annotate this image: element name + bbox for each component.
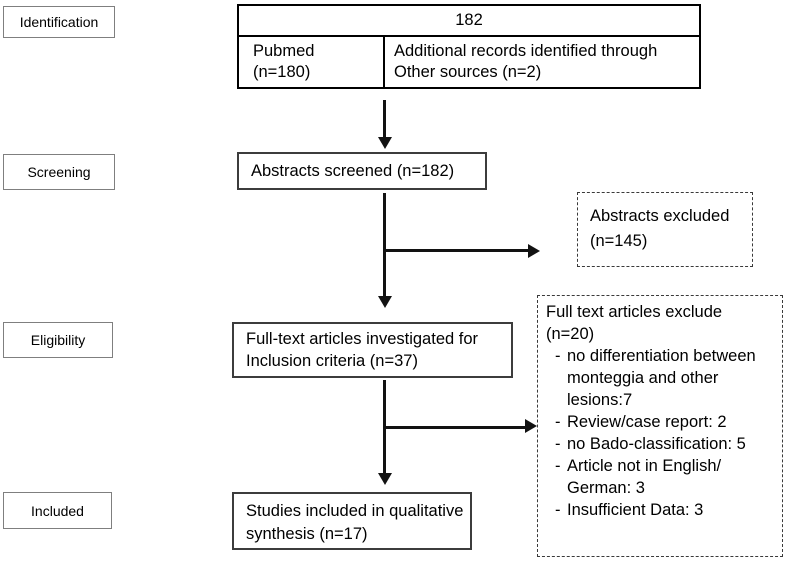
arrow-identification-to-screening-head	[378, 137, 392, 149]
total-records-count: 182	[239, 6, 699, 37]
records-identified-box: 182 Pubmed (n=180) Additional records id…	[237, 4, 701, 89]
studies-included-box: Studies included in qualitative synthesi…	[232, 492, 472, 550]
exclusion-bullet: -	[555, 435, 561, 453]
stage-label-identification: Identification	[3, 6, 115, 38]
branch-to-fulltext-excluded-line	[385, 426, 525, 429]
exclusion-bullet: -	[555, 457, 561, 475]
exclusion-reason-item: - Article not in English/ German: 3	[538, 455, 782, 499]
abstracts-screened-box: Abstracts screened (n=182)	[237, 152, 487, 190]
exclusion-reason-text: Review/case report: 2	[567, 413, 727, 431]
stage-label-screening-text: Screening	[27, 164, 91, 180]
exclusion-bullet: -	[555, 501, 561, 519]
exclusion-reason-item: - no differentiation between monteggia a…	[538, 345, 782, 411]
branch-to-fulltext-excluded-head	[525, 419, 537, 433]
fulltext-excluded-title: Full text articles exclude (n=20)	[546, 303, 723, 343]
abstracts-excluded-text: Abstracts excluded (n=145)	[590, 207, 730, 250]
branch-to-abstracts-excluded-line	[385, 249, 528, 252]
arrow-eligibility-to-included-head	[378, 473, 392, 485]
exclusion-bullet: -	[555, 413, 561, 431]
stage-label-identification-text: Identification	[19, 14, 99, 30]
exclusion-reason-text: Article not in English/ German: 3	[567, 457, 722, 497]
stage-label-eligibility: Eligibility	[3, 322, 113, 358]
fulltext-excluded-box: Full text articles exclude (n=20) - no d…	[537, 295, 783, 557]
arrow-screening-to-eligibility-head	[378, 296, 392, 308]
stage-label-screening: Screening	[3, 154, 115, 190]
branch-to-abstracts-excluded-head	[528, 244, 540, 258]
exclusion-reason-item: - Insufficient Data: 3	[538, 499, 782, 521]
abstracts-excluded-box: Abstracts excluded (n=145)	[577, 192, 753, 267]
stage-label-included-text: Included	[31, 502, 84, 519]
stage-label-eligibility-text: Eligibility	[30, 332, 86, 348]
exclusion-reason-item: - Review/case report: 2	[538, 411, 782, 433]
arrow-identification-to-screening-line	[383, 100, 386, 138]
additional-sources-cell: Additional records identified through Ot…	[394, 42, 658, 81]
exclusion-reason-text: no differentiation between monteggia and…	[567, 347, 756, 409]
fulltext-excluded-list: - no differentiation between monteggia a…	[538, 345, 782, 521]
exclusion-bullet: -	[555, 347, 561, 365]
exclusion-reason-item: - no Bado-classification: 5	[538, 433, 782, 455]
stage-label-included: Included	[3, 492, 112, 529]
fulltext-investigated-box: Full-text articles investigated for Incl…	[232, 322, 513, 378]
exclusion-reason-text: no Bado-classification: 5	[567, 435, 746, 453]
pubmed-source-cell: Pubmed (n=180)	[239, 37, 385, 87]
arrow-eligibility-to-included-line	[383, 380, 386, 473]
records-sources-row: Pubmed (n=180) Additional records identi…	[239, 37, 699, 87]
arrow-screening-to-eligibility-line	[383, 193, 386, 296]
exclusion-reason-text: Insufficient Data: 3	[567, 501, 704, 519]
